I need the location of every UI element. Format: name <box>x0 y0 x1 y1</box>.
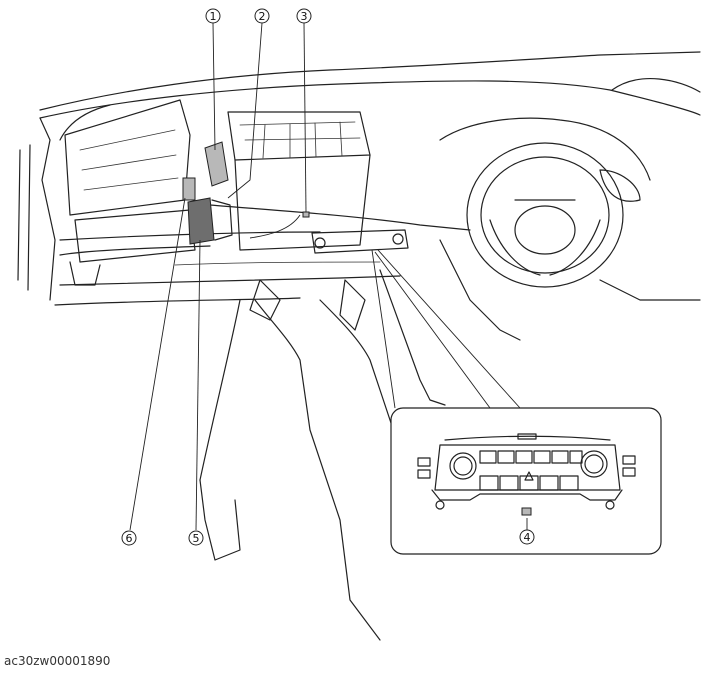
callout-2-label: 2 <box>259 10 266 23</box>
detail-zoom-lines <box>371 249 521 409</box>
callout-4: 4 <box>519 529 535 545</box>
part-1-shape <box>204 141 229 187</box>
part-5-shape <box>187 197 215 245</box>
callout-5-label: 5 <box>193 532 200 545</box>
callout-1-label: 1 <box>210 10 217 23</box>
callout-6-label: 6 <box>126 532 133 545</box>
part-6-shape <box>182 177 196 201</box>
callout-6: 6 <box>121 530 137 546</box>
callout-3: 3 <box>296 8 312 24</box>
callout-2: 2 <box>254 8 270 24</box>
part-3-shape <box>302 211 310 218</box>
callout-3-label: 3 <box>301 10 308 23</box>
callout-1: 1 <box>205 8 221 24</box>
leader-lines <box>129 22 528 531</box>
callout-5: 5 <box>188 530 204 546</box>
parts <box>182 141 409 254</box>
climate-panel-in-dash <box>311 229 409 254</box>
callout-4-label: 4 <box>524 531 531 544</box>
detail-inset <box>390 407 662 555</box>
figure-code: ac30zw00001890 <box>4 654 111 668</box>
